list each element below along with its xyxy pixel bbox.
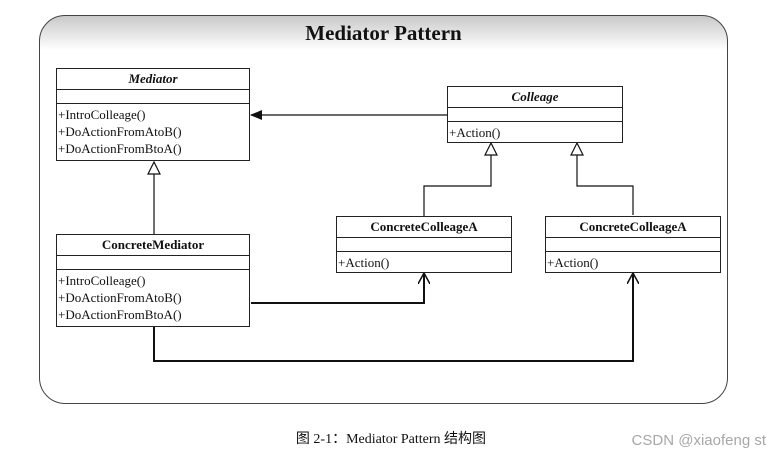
concrete-mediator-class-name: ConcreteMediator <box>57 235 249 256</box>
operation: +Action() <box>449 125 501 140</box>
concrete-colleage-left-operations: +Action() <box>337 252 511 271</box>
inheritance-triangle-right <box>570 141 584 156</box>
concrete-mediator-operations: +IntroColleage() +DoActionFromAtoB() +Do… <box>57 270 249 323</box>
concrete-mediator-attributes <box>57 256 249 270</box>
mediator-attributes <box>57 90 249 104</box>
operation: +IntroColleage() <box>58 107 146 122</box>
concrete-colleage-right-attributes <box>546 238 720 252</box>
operation: +IntroColleage() <box>58 273 146 288</box>
mediator-operations: +IntroColleage() +DoActionFromAtoB() +Do… <box>57 104 249 157</box>
operation: +Action() <box>547 255 599 270</box>
concrete-mediator-class: ConcreteMediator +IntroColleage() +DoAct… <box>56 234 250 327</box>
operation: +DoActionFromAtoB() <box>58 124 182 139</box>
colleage-operations: +Action() <box>448 122 622 141</box>
figure-caption: 图 2-1：Mediator Pattern 结构图 <box>295 432 487 447</box>
panel-title: Mediator Pattern <box>305 21 462 45</box>
concrete-colleage-left-class-name: ConcreteColleageA <box>337 217 511 238</box>
inheritance-triangle-left <box>484 141 498 156</box>
inheritance-left-colleage-line <box>423 155 492 217</box>
colleage-attributes <box>448 108 622 122</box>
concrete-colleage-left-attributes <box>337 238 511 252</box>
association-mediator-to-left <box>251 273 424 304</box>
operation: +Action() <box>338 255 390 270</box>
inheritance-triangle-mediator <box>147 160 161 175</box>
concrete-colleage-right-class-name: ConcreteColleageA <box>546 217 720 238</box>
watermark: CSDN @xiaofeng st <box>631 432 766 449</box>
concrete-colleage-left-class: ConcreteColleageA +Action() <box>336 216 512 273</box>
operation: +DoActionFromAtoB() <box>58 290 182 305</box>
concrete-colleage-right-class: ConcreteColleageA +Action() <box>545 216 721 273</box>
operation: +DoActionFromBtoA() <box>58 141 182 156</box>
operation: +DoActionFromBtoA() <box>58 307 182 322</box>
concrete-colleage-right-operations: +Action() <box>546 252 720 271</box>
association-mediator-to-right <box>153 273 633 362</box>
mediator-class: Mediator +IntroColleage() +DoActionFromA… <box>56 68 250 161</box>
mediator-class-name: Mediator <box>57 69 249 90</box>
colleage-class-name: Colleage <box>448 87 622 108</box>
inheritance-right-colleage-line <box>576 155 634 215</box>
colleage-class: Colleage +Action() <box>447 86 623 143</box>
